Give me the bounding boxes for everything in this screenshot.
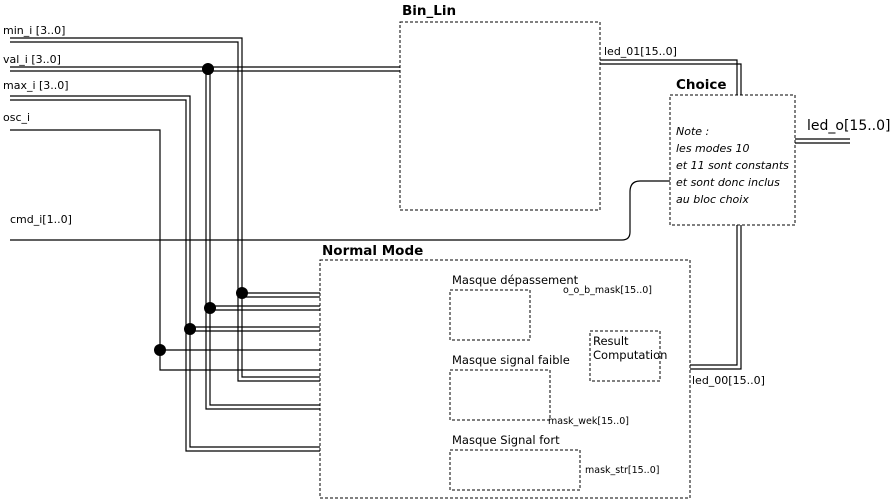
result-line1: Result: [593, 334, 629, 348]
junction-dot: [202, 63, 214, 75]
input-label-cmd: cmd_i[1..0]: [10, 213, 72, 226]
note-line: au bloc choix: [676, 193, 749, 206]
junction-dot: [184, 323, 196, 335]
signal-label-ob-mask: o_o_b_mask[15..0]: [563, 285, 652, 296]
choice-block: [669, 94, 796, 226]
bin-lin-title: Bin_Lin: [402, 3, 456, 19]
junction-dot: [154, 344, 166, 356]
input-label-osc: osc_i: [3, 111, 30, 124]
normal-mode-title: Normal Mode: [322, 243, 423, 259]
junction-dot: [204, 302, 216, 314]
masque-depassement-title: Masque dépassement: [452, 273, 579, 287]
masque-fort-block: [449, 449, 581, 491]
signal-label-led00: led_00[15..0]: [692, 374, 765, 387]
note-title: Note :: [676, 125, 709, 138]
signal-label-mask-str: mask_str[15..0]: [585, 465, 659, 476]
input-label-max: max_i [3..0]: [3, 79, 69, 92]
masque-fort-title: Masque Signal fort: [452, 433, 560, 447]
input-label-val: val_i [3..0]: [3, 53, 61, 66]
choice-title: Choice: [676, 77, 727, 93]
osc-wire: [10, 129, 450, 371]
max-bus-wire: [10, 95, 358, 448]
cmd-wire: [10, 180, 670, 241]
result-computation-block: [589, 330, 661, 382]
signal-label-mask-wek: mask_wek[15..0]: [548, 416, 629, 427]
signal-label-led01: led_01[15..0]: [604, 45, 677, 58]
masque-faible-title: Masque signal faible: [452, 353, 570, 367]
result-line2: Computation: [593, 348, 667, 362]
masque-depassement-block: [449, 289, 531, 341]
input-label-min: min_i [3..0]: [3, 24, 65, 37]
note-line: et 11 sont constants: [676, 159, 789, 172]
note-line: et sont donc inclus: [676, 176, 780, 189]
note: Note : les modes 10 et 11 sont constants…: [676, 125, 789, 206]
bin-lin-block: [399, 21, 601, 211]
junction-dot: [236, 287, 248, 299]
note-line: les modes 10: [676, 142, 749, 155]
signal-label-ledo: led_o[15..0]: [807, 118, 891, 134]
masque-faible-block: [449, 369, 551, 421]
